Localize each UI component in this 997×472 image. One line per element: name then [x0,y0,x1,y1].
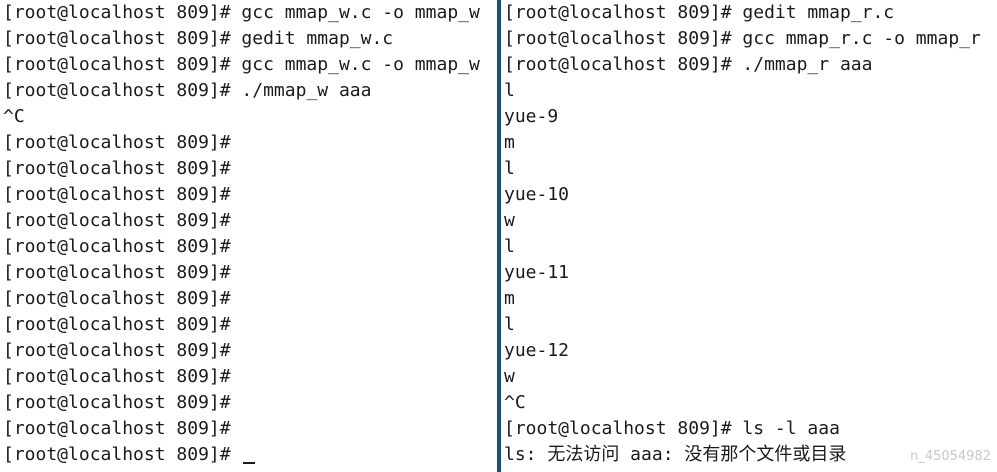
left-terminal-pane[interactable]: [root@localhost 809]# gcc mmap_w.c -o mm… [0,0,497,472]
terminal-line: [root@localhost 809]# ls -l aaa [504,418,840,439]
terminal-line: [root@localhost 809]# [3,262,231,283]
terminal-line: w [504,210,515,231]
terminal-line: [root@localhost 809]# [3,210,231,231]
terminal-line: yue-12 [504,340,570,361]
terminal-line: [root@localhost 809]# [3,340,231,361]
terminal-line: m [504,132,515,153]
terminal-line: ls: 无法访问 aaa: 没有那个文件或目录 [504,444,847,465]
right-terminal-pane[interactable]: [root@localhost 809]# gedit mmap_r.c [ro… [501,0,997,472]
terminal-line: ^C [3,106,25,127]
terminal-line: [root@localhost 809]# [3,314,231,335]
terminal-line: l [504,236,515,257]
terminal-line: [root@localhost 809]# gedit mmap_r.c [504,2,895,23]
terminal-line: m [504,288,515,309]
terminal-line: [root@localhost 809]# gcc mmap_r.c -o mm… [504,28,981,49]
terminal-line: yue-9 [504,106,559,127]
terminal-line: [root@localhost 809]# [3,132,231,153]
terminal-line: yue-10 [504,184,570,205]
terminal-line: yue-11 [504,262,570,283]
terminal-line: [root@localhost 809]# [3,366,231,387]
terminal-line: [root@localhost 809]# ./mmap_r aaa [504,54,873,75]
pane-divider[interactable] [497,0,501,472]
terminal-line: [root@localhost 809]# gcc mmap_w.c -o mm… [3,2,480,23]
terminal-line: [root@localhost 809]# gcc mmap_w.c -o mm… [3,54,480,75]
terminal-line: [root@localhost 809]# [3,288,231,309]
terminal-line: w [504,366,515,387]
terminal-line: l [504,314,515,335]
terminal-line: [root@localhost 809]# [3,158,231,179]
terminal-line: l [504,80,515,101]
text-cursor [243,462,256,464]
terminal-prompt-line[interactable]: [root@localhost 809]# [3,442,256,468]
terminal-prompt: [root@localhost 809]# [3,444,242,465]
terminal-line: [root@localhost 809]# ./mmap_w aaa [3,80,372,101]
terminal-line: [root@localhost 809]# [3,184,231,205]
terminal-line: l [504,158,515,179]
terminal-line: [root@localhost 809]# [3,418,231,439]
terminal-line: [root@localhost 809]# gedit mmap_w.c [3,28,394,49]
terminal-line: ^C [504,392,526,413]
terminal-line: [root@localhost 809]# [3,392,231,413]
terminal-line: [root@localhost 809]# [3,236,231,257]
watermark: n_45054982 [910,449,991,464]
